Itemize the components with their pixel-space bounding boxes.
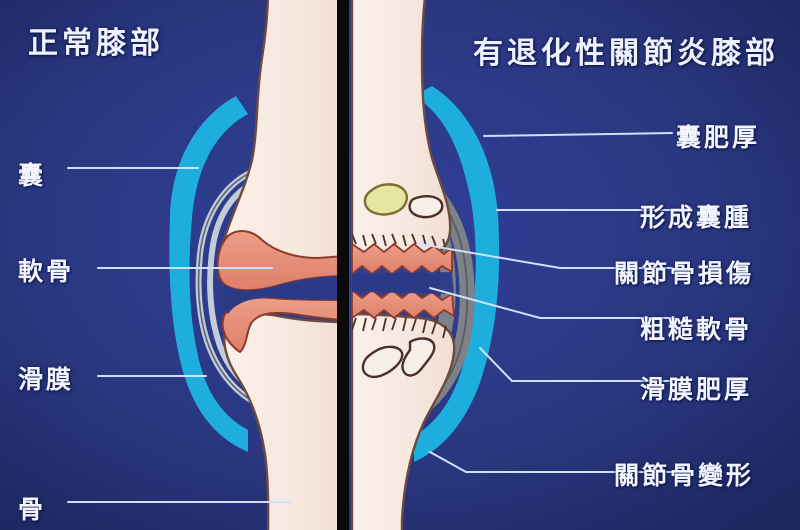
- right-leader-lines: [419, 132, 673, 473]
- title-osteoarthritic-knee: 有退化性關節炎膝部: [473, 36, 779, 71]
- leader-line-right-5: [429, 451, 673, 473]
- cartilage-fibrillation-upper: [351, 233, 447, 251]
- cartilage-fibrillation-lower: [351, 317, 447, 339]
- leader-line-right-3: [429, 287, 673, 319]
- left-leader-lines: [67, 167, 291, 503]
- cyst-white-lower-right: [401, 337, 436, 377]
- cyst-yellow: [363, 183, 408, 216]
- tibial-cartilage-normal: [221, 296, 338, 354]
- cyst-white-lower-left: [361, 345, 404, 379]
- cyst-white-upper: [408, 195, 444, 219]
- joint-space-normal: [222, 276, 338, 314]
- label-right-0: 囊肥厚: [676, 123, 761, 152]
- label-left-2: 滑膜: [18, 365, 75, 394]
- leader-line-right-0: [483, 132, 673, 137]
- label-left-3: 骨: [18, 495, 47, 524]
- label-right-1: 形成囊腫: [640, 203, 753, 232]
- label-right-5: 關節骨變形: [614, 461, 755, 490]
- synovium-normal-inner: [197, 171, 259, 405]
- title-normal-knee: 正常膝部: [28, 26, 164, 61]
- capsule-thickened: [414, 86, 500, 462]
- capsule-normal: [169, 96, 248, 452]
- center-divider: [337, 0, 349, 530]
- leader-line-right-2: [419, 243, 673, 269]
- leader-line-right-4: [479, 347, 673, 382]
- label-right-3: 粗糙軟骨: [640, 315, 753, 344]
- label-right-2: 關節骨損傷: [614, 259, 755, 288]
- label-left-0: 囊: [18, 161, 47, 190]
- joint-space-narrowed: [352, 272, 454, 294]
- label-right-4: 滑膜肥厚: [640, 375, 753, 404]
- arthritic-knee-group: [350, 0, 500, 530]
- tibia-bone-normal: [223, 312, 338, 530]
- label-left-1: 軟骨: [18, 257, 75, 286]
- normal-knee-group: [169, 0, 338, 530]
